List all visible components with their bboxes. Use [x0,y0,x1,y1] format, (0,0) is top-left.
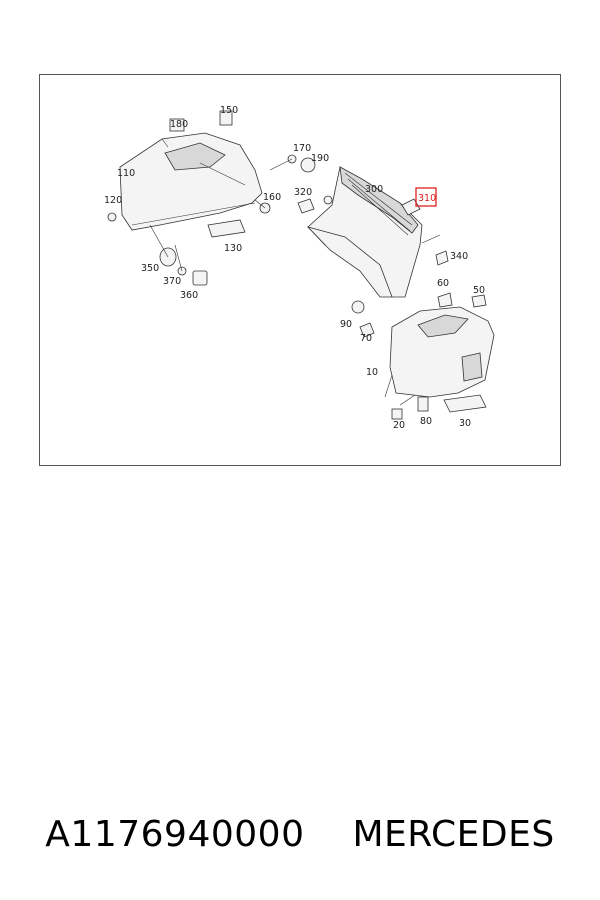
brand-name: MERCEDES [352,813,555,855]
callout-30: 30 [459,418,471,429]
callout-360: 360 [180,290,198,301]
part-number: A1176940000 [45,813,305,855]
callout-300: 300 [365,184,383,195]
callout-70: 70 [360,333,372,344]
callout-60: 60 [437,278,449,289]
callout-labels: 150 180 170 190 110 120 160 320 300 310 … [104,105,485,431]
highlight-box [415,187,437,207]
callout-150: 150 [220,105,238,116]
callout-320: 320 [294,187,312,198]
callout-20: 20 [393,420,405,431]
callout-160: 160 [263,192,281,203]
callout-50: 50 [473,285,485,296]
callout-110: 110 [117,168,135,179]
callout-180: 180 [170,119,188,130]
callout-190: 190 [311,153,329,164]
left-trim-panel [119,132,263,238]
callout-350: 350 [141,263,159,274]
callout-170: 170 [293,143,311,154]
exploded-view-drawing: 150 180 170 190 110 120 160 320 300 310 … [104,105,495,431]
right-trim-panel [351,292,495,420]
callout-340: 340 [450,251,468,262]
left-fasteners [107,110,316,286]
part-caption: A1176940000 MERCEDES [0,804,600,864]
callout-80: 80 [420,416,432,427]
callout-90: 90 [340,319,352,330]
callout-370: 370 [163,276,181,287]
center-upper-trim [297,166,449,298]
callout-120: 120 [104,195,122,206]
callout-310-highlighted: 310 [418,193,436,204]
callout-10: 10 [366,367,378,378]
parts-diagram: 150 180 170 190 110 120 160 320 300 310 … [39,74,561,466]
callout-130: 130 [224,243,242,254]
